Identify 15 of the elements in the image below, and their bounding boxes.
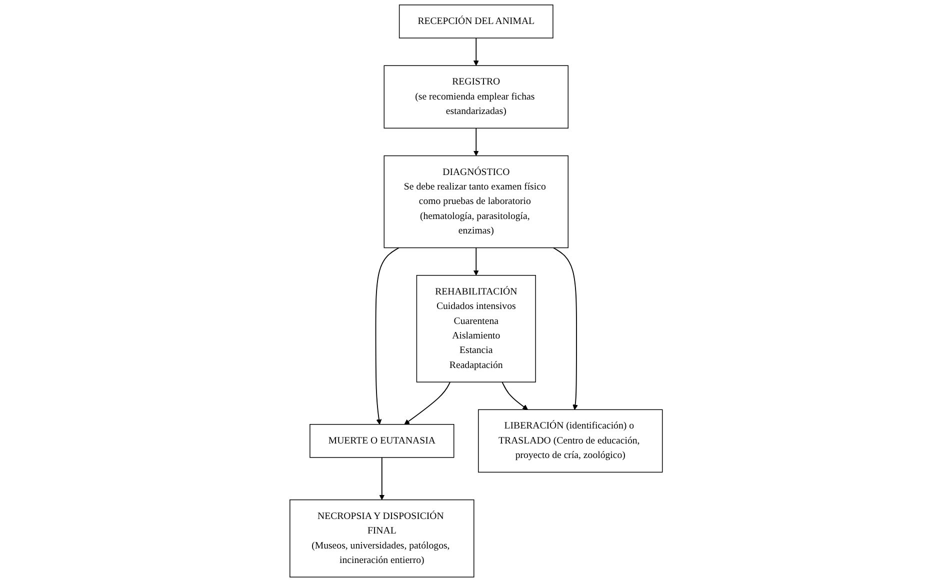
arrow (552, 247, 578, 410)
arrow (404, 382, 450, 425)
arrow (473, 128, 479, 156)
arrow (473, 38, 479, 66)
node-box: LIBERACIÓN (identificación) o TRASLADO (Centro de educación, proyecto de cría, zoológico) (478, 409, 663, 473)
node-box: RECEPCIÓN DEL ANIMAL (398, 4, 554, 38)
node-box: NECROPSIA Y DISPOSICIÓN FINAL (Museos, universidades, patólogos, incineración entierro) (289, 499, 474, 578)
arrow (473, 247, 479, 276)
node-box: REHABILITACIÓN Cuidados intensivos Cuarentena Aislamiento Estancia Readaptación (416, 274, 536, 382)
node-box: MUERTE O EUTANASIA (309, 424, 454, 458)
node-box: DIAGNÓSTICO Se debe realizar tanto examen físico como pruebas de laboratorio (hematología, parasitología, enzimas) (384, 155, 568, 248)
arrow (502, 382, 528, 410)
arrow (379, 457, 384, 500)
node-box: REGISTRO (se recomienda emplear fichas estandarizadas) (384, 65, 568, 129)
arrow (375, 247, 400, 425)
